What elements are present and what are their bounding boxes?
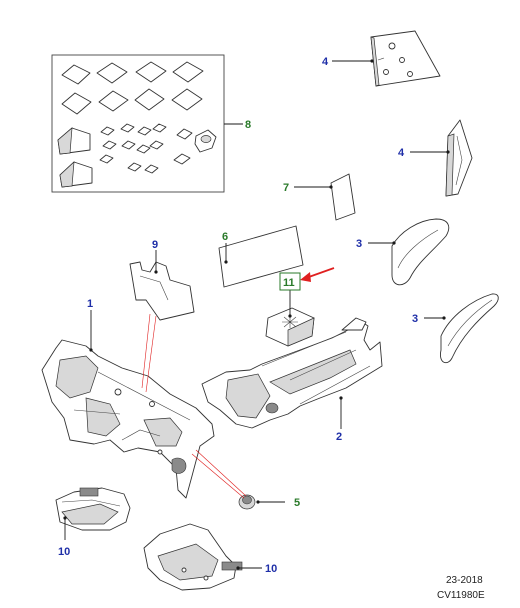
callouts: 8 4 4 7 6 9 3 3 1 2 5 10 10 11 [58, 56, 418, 575]
kit-pad-row-1 [61, 61, 204, 85]
part-5-grommet[interactable] [238, 494, 256, 510]
callout-9: 9 [152, 239, 158, 251]
kit-pad-row-2 [61, 88, 203, 115]
footer-date: 23-2018 [446, 575, 483, 586]
callout-3-upper: 3 [356, 238, 362, 250]
part-11-block[interactable] [265, 307, 315, 347]
callout-10-left: 10 [58, 546, 70, 558]
part-3-lower-trim[interactable] [440, 293, 499, 364]
callout-3-lower: 3 [412, 313, 418, 325]
part-10-floor-mat-left[interactable] [55, 487, 131, 531]
callout-4-upper: 4 [322, 56, 329, 68]
callout-7: 7 [283, 182, 289, 194]
callout-1: 1 [87, 298, 93, 310]
part-6-strip[interactable] [218, 225, 304, 288]
part-4-side-panel[interactable] [445, 119, 473, 197]
callout-6: 6 [222, 231, 228, 243]
footer-code: CV11980E [437, 590, 485, 601]
footer: 23-2018 CV11980E [437, 575, 485, 601]
leader-lines [63, 59, 450, 570]
kit-wedge-block [57, 127, 93, 188]
part-10-floor-mat-right[interactable] [143, 523, 243, 591]
callout-11-box [279, 272, 301, 291]
part-9-insulator[interactable] [129, 261, 195, 321]
part-7-pad[interactable] [330, 173, 356, 221]
part-8-kit-box[interactable] [51, 54, 225, 193]
callout-4-lower: 4 [398, 147, 405, 159]
callout-11: 11 [283, 277, 295, 289]
kit-small-pieces [99, 123, 193, 174]
kit-grommet-piece [194, 129, 217, 153]
callout-2: 2 [336, 431, 342, 443]
part-4-upper-panel[interactable] [370, 30, 441, 87]
callout-8: 8 [245, 119, 251, 131]
part-1-dash-insulator[interactable] [41, 339, 215, 499]
part-3-upper-trim[interactable] [391, 218, 450, 286]
red-arrow-icon [300, 267, 335, 282]
callout-10-right: 10 [265, 563, 277, 575]
part-2-tunnel-insulator[interactable] [201, 317, 383, 429]
star-icon [282, 316, 298, 328]
callout-5: 5 [294, 497, 300, 509]
